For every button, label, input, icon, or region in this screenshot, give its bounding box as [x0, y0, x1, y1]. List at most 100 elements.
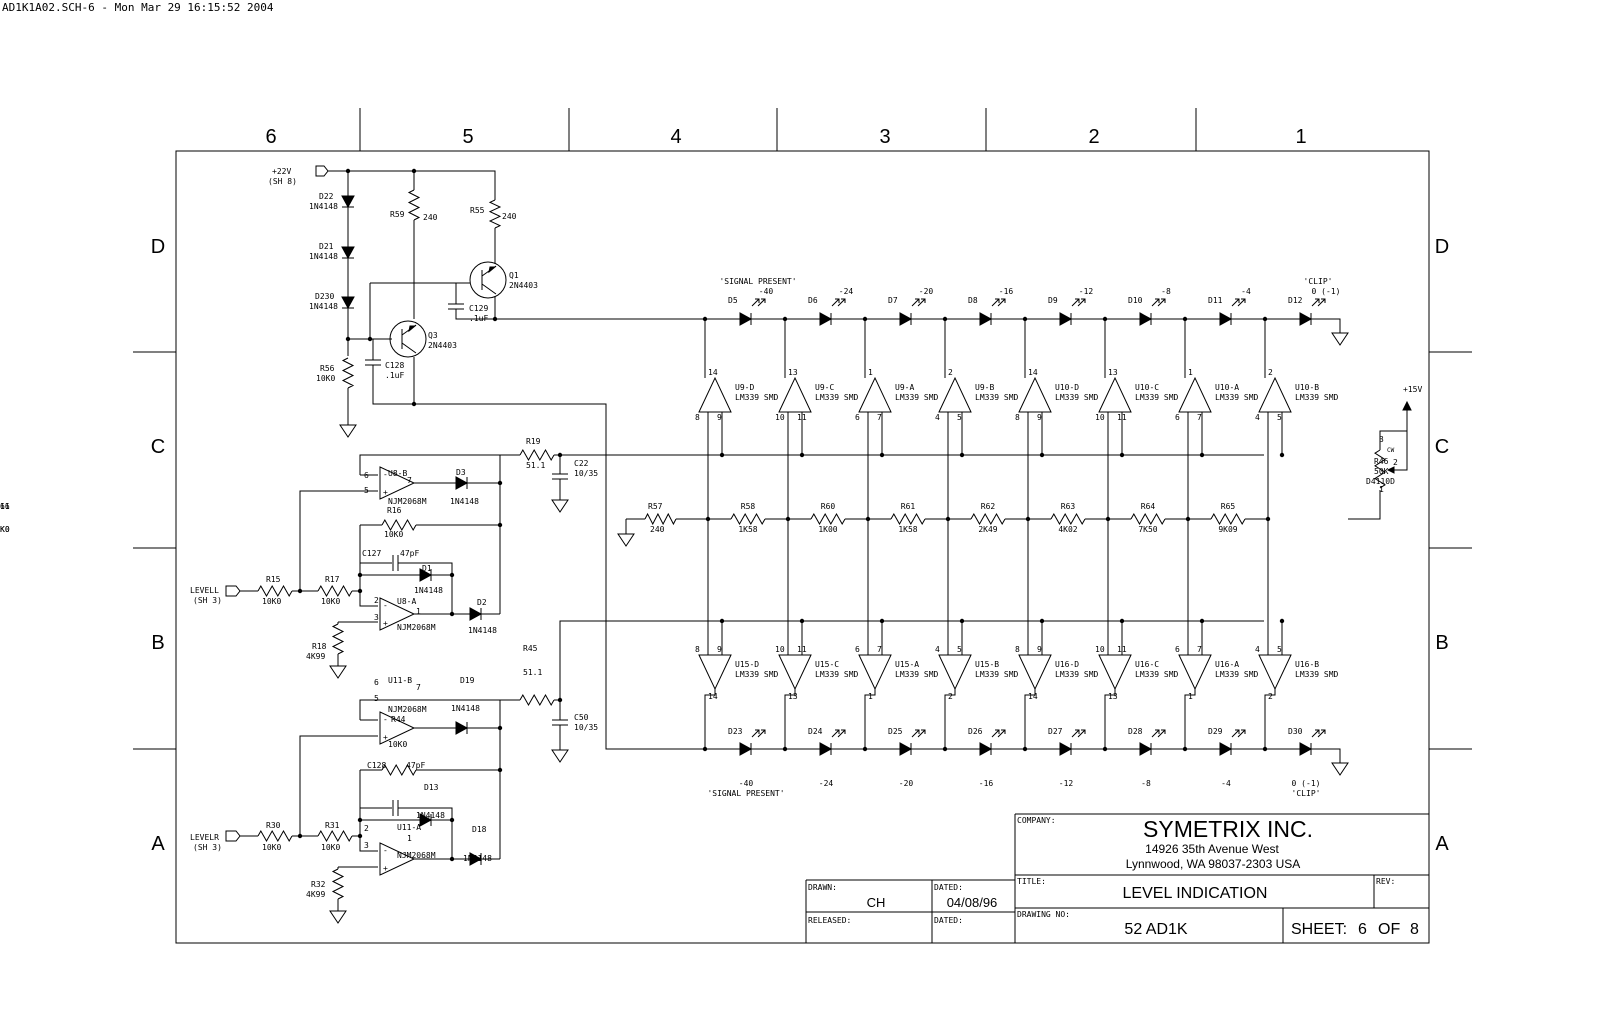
wire: [359, 699, 500, 720]
bottom-comp-ref: U15-C: [815, 660, 839, 669]
led-emission-arrow: [1071, 298, 1080, 307]
d1-ref: D1: [422, 564, 432, 573]
d22-diode: [341, 195, 355, 209]
op-amp-b-r: [379, 711, 416, 745]
top-led-level: -24: [839, 287, 854, 296]
supply-in-label: +22V: [272, 167, 291, 176]
wire: [359, 836, 378, 852]
junction-dot: [959, 452, 965, 458]
led-emission-arrow: [1071, 729, 1080, 738]
junction-dot: [782, 746, 788, 752]
top-comp-ref: U9-B: [975, 383, 994, 392]
bottom-comp-out-pin: 2: [948, 692, 953, 701]
c22-value: 10/35: [574, 469, 598, 478]
r15-ref: R15: [266, 575, 281, 584]
u8a-ref: U8-A: [397, 597, 416, 606]
bottom-comp-part: LM339 SMD: [1215, 670, 1259, 679]
bottom-led-ref: D24: [808, 727, 823, 736]
top-comp-minus-pin: 4: [1255, 413, 1260, 422]
ladder-value: 2K49: [978, 525, 997, 534]
r44-ref: R44: [391, 715, 406, 724]
junction-dot: [719, 452, 725, 458]
led-emission-arrow: [1237, 729, 1246, 738]
wire: [359, 454, 500, 475]
zone-row-d-right: D: [1435, 236, 1449, 258]
bottom-comp-part: LM339 SMD: [815, 670, 859, 679]
u11b-value: NJM2068M: [388, 705, 427, 714]
top-led-7: [1219, 312, 1233, 326]
ladder-r57: [644, 512, 677, 526]
bottom-led-level: -8: [1141, 779, 1151, 788]
bottom-comp-minus-pin: 8: [1015, 645, 1020, 654]
u8a-pin-1: 1: [416, 607, 421, 616]
c128b-ref: C128: [367, 761, 386, 770]
bottom-led-ref: D28: [1128, 727, 1143, 736]
zone-row-b-right: B: [1435, 632, 1448, 654]
bottom-led-4: [979, 742, 993, 756]
pot-pin-2: 2: [1393, 458, 1398, 467]
ladder-value: 7K50: [1138, 525, 1157, 534]
zone-col-1: 1: [1295, 126, 1306, 148]
junction-dot: [959, 618, 965, 624]
drawn-by: CH: [867, 895, 886, 910]
r56-value: 10K0: [316, 374, 335, 383]
junction-dot: [1102, 746, 1108, 752]
feedback-diode-r: [419, 813, 433, 827]
bottom-comp-minus-pin: 10: [1095, 645, 1105, 654]
bottom-comp-ref: U16-A: [1215, 660, 1239, 669]
d1-value: 1N4148: [414, 586, 443, 595]
d22-value: 1N4148: [309, 202, 338, 211]
ground-bottom-rail: [1331, 762, 1349, 776]
ladder-value: 1K58: [898, 525, 917, 534]
bottom-led-6: [1139, 742, 1153, 756]
r19-value: 51.1: [526, 461, 545, 470]
input-flag-r: [225, 830, 241, 842]
c128b-value: 47pF: [406, 761, 425, 770]
top-comp-minus-pin: 4: [935, 413, 940, 422]
top-comp-plus-pin: 7: [1197, 413, 1202, 422]
u8b-pin-6: 6: [364, 471, 369, 480]
d22-ref: D22: [319, 192, 334, 201]
led-emission-arrow: [837, 729, 846, 738]
top-comp-ref: U10-B: [1295, 383, 1319, 392]
title-label: TITLE:: [1017, 877, 1046, 886]
levelr-net: LEVELR: [190, 833, 219, 842]
drawing-no-label: DRAWING NO:: [1017, 910, 1070, 919]
ladder-r60: [810, 512, 846, 526]
output-diode-b-l: [455, 476, 469, 490]
top-led-level: -8: [1161, 287, 1171, 296]
ladder-ref: R62: [981, 502, 996, 511]
wire: [1264, 689, 1276, 749]
company-address-2: Lynnwood, WA 98037-2303 USA: [1126, 857, 1301, 871]
top-comp-plus-pin: 9: [717, 413, 722, 422]
led-emission-arrow: [1317, 298, 1326, 307]
bottom-led-ref: D27: [1048, 727, 1063, 736]
drawing-frame: [133, 108, 1472, 944]
top-comp-minus-pin: 8: [1015, 413, 1020, 422]
ladder-ref: R111: [0, 502, 10, 511]
bottom-comp-out-pin: 14: [708, 692, 718, 701]
junction-dot: [879, 452, 885, 458]
top-led-level: -16: [999, 287, 1014, 296]
wire: [1184, 689, 1196, 749]
r18-value: 4K99: [306, 652, 325, 661]
led-emission-arrow: [997, 729, 1006, 738]
junction-dot: [1199, 452, 1205, 458]
top-led-ref: D6: [808, 296, 818, 305]
r55-value: 240: [502, 212, 517, 221]
top-led-3: [899, 312, 913, 326]
led-emission-arrow: [751, 298, 760, 307]
u8b-value: NJM2068M: [388, 497, 427, 506]
r30-value: 10K0: [262, 843, 281, 852]
wire: [704, 689, 716, 749]
led-emission-arrow: [837, 298, 846, 307]
ladder-r65: [1210, 512, 1246, 526]
d19-value: 1N4148: [451, 704, 480, 713]
ladder-value: 10K0: [0, 525, 10, 534]
d18-value: 1N4148: [463, 854, 492, 863]
bottom-comparator-4: [938, 654, 972, 691]
junction-dot: [719, 618, 725, 624]
u8a-pin-2: 2: [374, 596, 379, 605]
gain-resistor-l: [317, 584, 353, 598]
ladder-value: 10K0: [0, 525, 10, 534]
